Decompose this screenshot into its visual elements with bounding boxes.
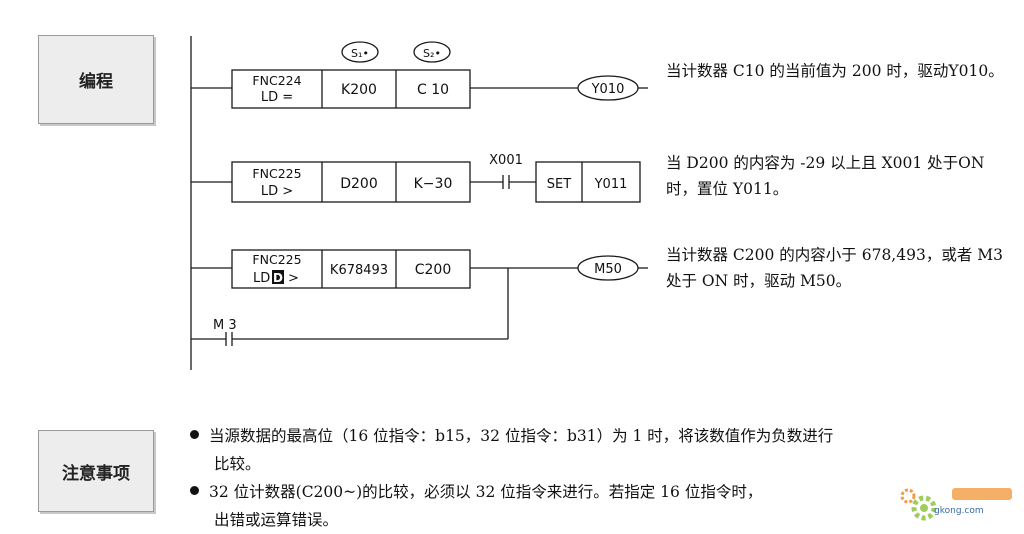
- programming-section-label: 编程: [38, 35, 154, 124]
- rung2-s1: D200: [340, 176, 378, 192]
- rung1-s1: K200: [341, 82, 377, 98]
- operand-marker-s1-label: S₁•: [351, 47, 369, 60]
- rung1-op: LD =: [261, 90, 293, 105]
- rung2-set-block: [535, 161, 641, 203]
- rung1-fnc: FNC224: [252, 73, 301, 88]
- note-item-1-line2: 比较。: [214, 455, 261, 473]
- programming-label-text: 编程: [79, 72, 113, 92]
- notes-label-text: 注意事项: [62, 463, 130, 484]
- bullet-icon: [190, 486, 199, 495]
- rung3-description: 当计数器 C200 的内容小于 678,493，或者 M3 处于 ON 时，驱动…: [666, 246, 1003, 290]
- operand-marker-s2-label: S₂•: [423, 47, 441, 60]
- note-item-1: 当源数据的最高位（16 位指令：b15，32 位指令：b31）为 1 时，将该数…: [190, 422, 1000, 478]
- bullet-icon: [190, 430, 199, 439]
- rung3-compare-block: [231, 249, 471, 289]
- rung3-s2: C200: [415, 262, 452, 278]
- rung2-op: LD >: [261, 184, 293, 199]
- gear-icon: [911, 495, 937, 521]
- rung3-op-flag: D: [273, 271, 283, 285]
- watermark-text: gkong.com: [934, 506, 984, 516]
- note-item-2-line2: 出错或运算错误。: [214, 511, 339, 529]
- rung3-output-label: M50: [594, 262, 622, 277]
- rung3-op-flag-box: [272, 270, 284, 284]
- gkong-watermark-logo: [900, 488, 1012, 521]
- note-item-1-line1: 当源数据的最高位（16 位指令：b15，32 位指令：b31）为 1 时，将该数…: [190, 422, 1000, 450]
- note-item-2-line1: 32 位计数器(C200~)的比较，必须以 32 位指令来进行。若指定 16 位…: [190, 478, 1000, 506]
- rung1-compare-block: [231, 69, 471, 109]
- rung2-instruction: SET: [547, 177, 571, 192]
- rung3-fnc: FNC225: [252, 252, 301, 267]
- m3-contact-label: M 3: [213, 318, 237, 333]
- rung3-op-prefix: LD: [253, 271, 270, 286]
- operand-marker-s1: [341, 41, 379, 63]
- rung2-s2: K−30: [414, 176, 453, 192]
- notes-section-label: 注意事项: [38, 430, 154, 512]
- rung2-fnc: FNC225: [252, 166, 301, 181]
- rung1-description: 当计数器 C10 的当前值为 200 时，驱动Y010。: [666, 62, 1004, 80]
- note-item-2: 32 位计数器(C200~)的比较，必须以 32 位指令来进行。若指定 16 位…: [190, 478, 1000, 534]
- operand-marker-s2: [413, 41, 451, 63]
- rung1-s2: C 10: [417, 82, 449, 98]
- rung3-op-suffix: >: [288, 271, 299, 286]
- rung2-description: 当 D200 的内容为 -29 以上且 X001 处于ON时，置位 Y011。: [666, 154, 985, 198]
- rung2-contact-label: X001: [489, 153, 523, 168]
- rung1-output-label: Y010: [591, 82, 625, 97]
- rung3-s1: K678493: [330, 263, 388, 278]
- rung2-target: Y011: [594, 177, 628, 192]
